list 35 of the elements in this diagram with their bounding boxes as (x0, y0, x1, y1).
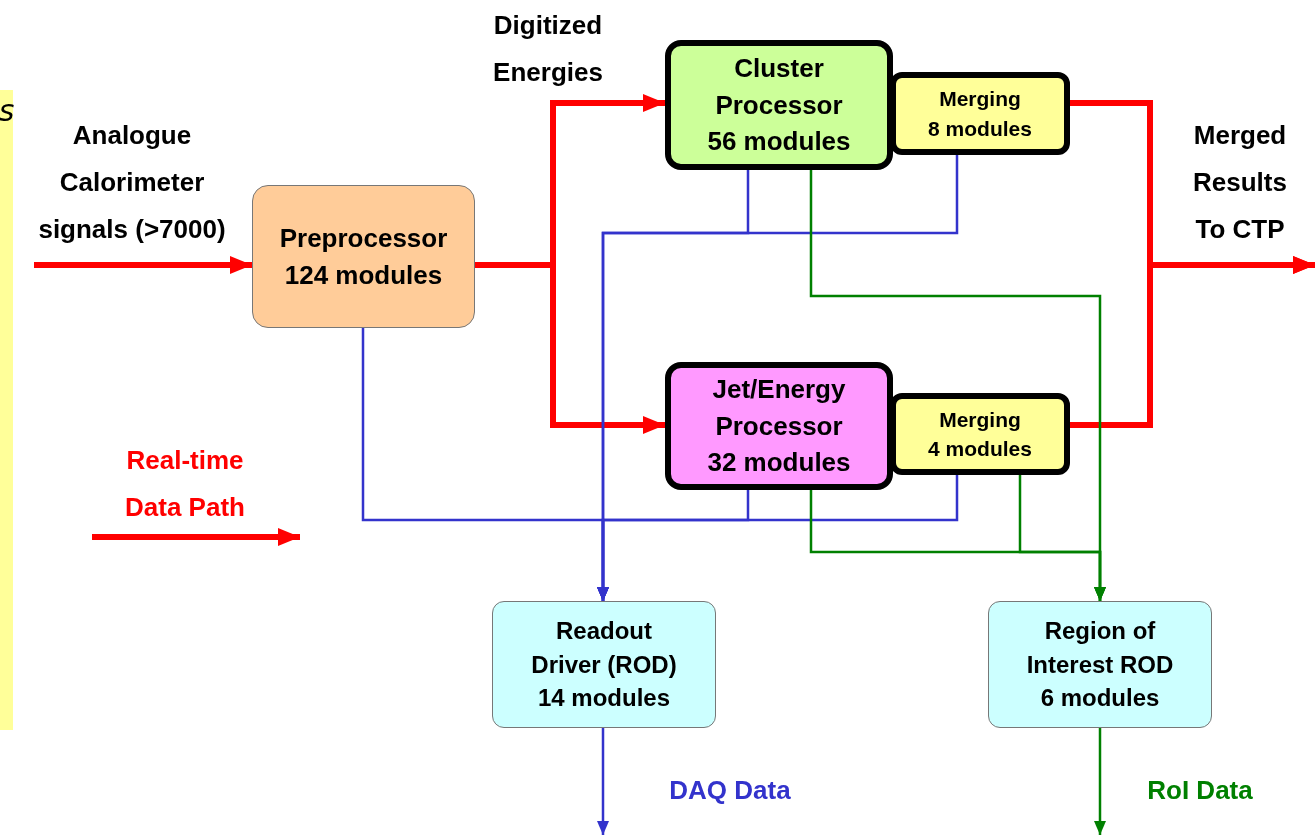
legend-text: Real-time Data Path (124, 444, 246, 524)
box-label: 14 modules (537, 683, 670, 714)
process-box (890, 393, 1070, 475)
annotation-text: Analogue Calorimeter signals (>7000) (37, 119, 227, 246)
box-label: 4 modules (928, 436, 1032, 462)
box-label: Readout Driver (ROD) (530, 616, 678, 680)
output-label: RoI Data (1146, 774, 1254, 807)
arrow (1070, 256, 1315, 428)
box-label: Merging (939, 406, 1021, 433)
box-label: 6 modules (1040, 683, 1160, 714)
process-box (252, 185, 475, 328)
process-box (890, 72, 1070, 155)
process-box (492, 601, 716, 728)
box-label: Merging (939, 86, 1021, 113)
box-label: 8 modules (928, 115, 1032, 142)
arrow (597, 728, 609, 835)
arrow (1094, 728, 1106, 835)
process-box (665, 40, 893, 170)
box-label: Preprocessor (279, 222, 448, 256)
annotation-text: Digitized Energies (492, 9, 604, 89)
output-label: DAQ Data (668, 774, 792, 807)
box-label: 32 modules (707, 446, 851, 480)
process-box (665, 362, 893, 490)
annotation-text: Merged Results To CTP (1192, 119, 1288, 246)
process-box (988, 601, 1212, 728)
box-label: Jet/Energy Processor (711, 373, 847, 443)
arrow (34, 256, 252, 274)
box-label: Region of Interest ROD (1025, 616, 1175, 680)
box-label: Cluster Processor (714, 52, 844, 122)
side-band (0, 90, 13, 730)
arrow (597, 475, 959, 601)
arrow (475, 262, 665, 434)
box-label: 124 modules (284, 258, 443, 292)
arrow (1018, 475, 1106, 601)
box-label: 56 modules (707, 125, 851, 159)
